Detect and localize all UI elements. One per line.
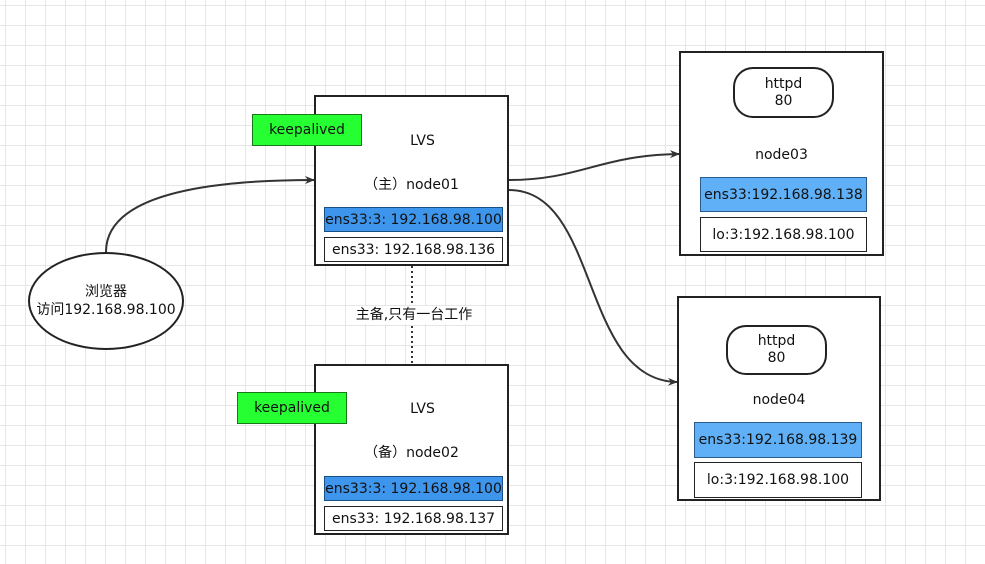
node02-keepalived: keepalived	[237, 392, 347, 424]
node02-lvs-label: LVS	[410, 401, 435, 417]
node02-title: （备）node02	[364, 445, 459, 461]
node03-title: node03	[755, 147, 808, 163]
node03-ip-field: ens33:192.168.98.138	[700, 177, 867, 212]
node04-lo-field: lo:3:192.168.98.100	[694, 462, 862, 498]
node04-title: node04	[752, 392, 806, 408]
browser-access-label: 访问192.168.98.100	[36, 302, 176, 318]
node03-httpd-service: httpd 80	[733, 67, 834, 118]
node04-service-name: httpd	[757, 333, 796, 349]
node01-vip-field: ens33:3: 192.168.98.100	[324, 207, 503, 232]
node01-title: （主）node01	[364, 177, 459, 193]
node03-service-port: 80	[774, 92, 793, 109]
edge-node01-to-node03	[508, 150, 680, 181]
edge-node01-to-node04	[508, 189, 678, 386]
node03-lo-field: lo:3:192.168.98.100	[700, 217, 867, 252]
node04-service-port: 80	[767, 350, 786, 366]
node02-ip-field: ens33: 192.168.98.137	[324, 506, 503, 531]
browser-ellipse: 浏览器 访问192.168.98.100	[28, 252, 184, 350]
node01-keepalived: keepalived	[252, 114, 362, 146]
node02-vip-field: ens33:3: 192.168.98.100	[324, 476, 503, 501]
node01-lvs-label: LVS	[410, 133, 435, 149]
edge-browser-to-node01	[105, 176, 315, 253]
node04-httpd-service: httpd 80	[726, 325, 827, 375]
node01-ip-field: ens33: 192.168.98.136	[324, 237, 503, 262]
node03-service-name: httpd	[764, 75, 803, 92]
node04-ip-field: ens33:192.168.98.139	[694, 422, 862, 458]
failover-note: 主备,只有一台工作	[352, 306, 476, 324]
browser-label: 浏览器	[85, 284, 127, 300]
